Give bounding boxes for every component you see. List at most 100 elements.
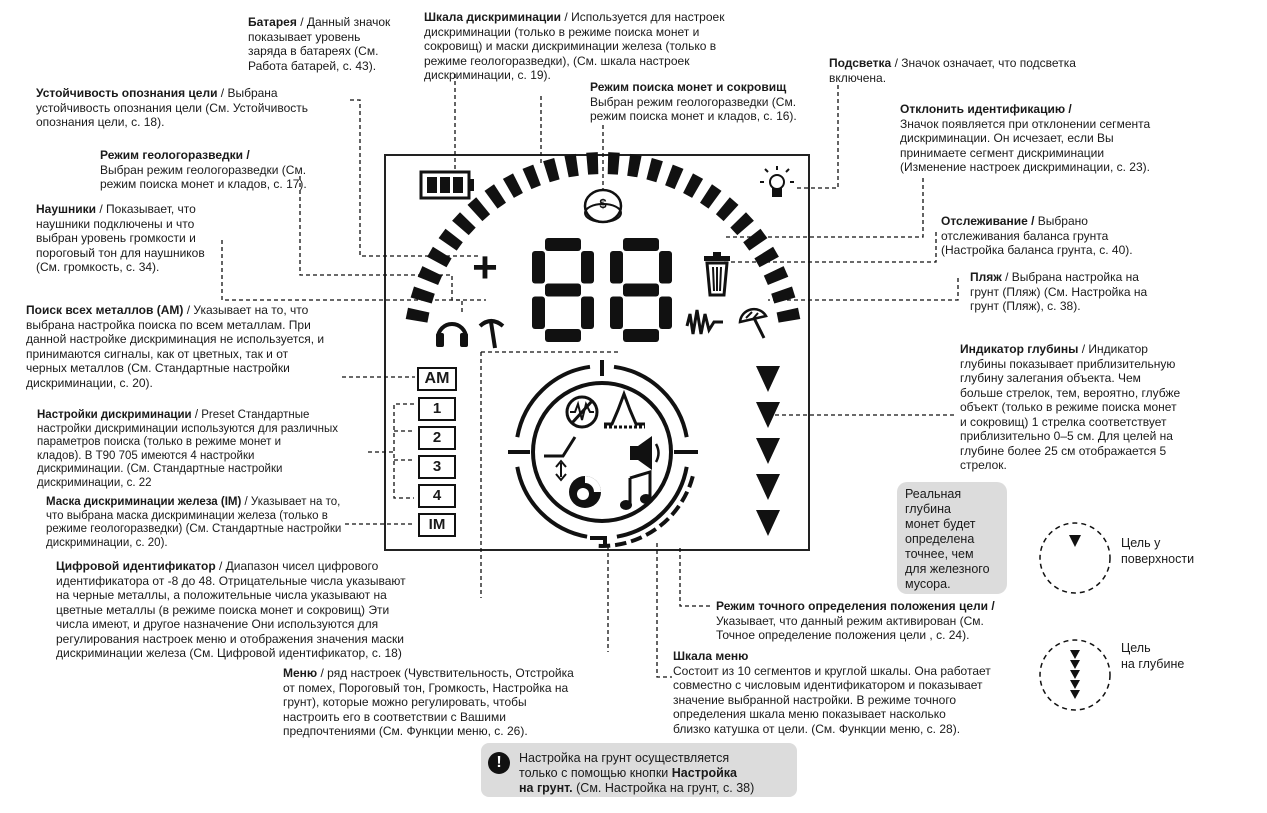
sensitivity-icon xyxy=(604,389,645,429)
legend-surface-label: Цель у поверхности xyxy=(1121,536,1195,566)
disc-segment xyxy=(771,286,796,304)
headphones-annotation: Наушники / Показывает, что наушники подк… xyxy=(36,202,205,274)
disc-segment xyxy=(683,173,704,198)
legend-depth-arrow xyxy=(1070,690,1080,699)
warning-icon: ! xyxy=(488,752,510,774)
menu-scale-annotation: Шкала меню Состоит из 10 сегментов и кру… xyxy=(673,649,991,736)
coin-icon: $ xyxy=(583,188,623,224)
depth-arrow xyxy=(756,402,780,428)
threshold-icon xyxy=(544,436,577,482)
battery-icon xyxy=(419,170,474,200)
leader-beach xyxy=(768,278,959,301)
disc-segment xyxy=(410,286,435,304)
menu-annotation: Меню / ряд настроек (Чувствительность, О… xyxy=(283,666,574,738)
headphones-icon xyxy=(436,322,468,347)
legend-depth-arrow xyxy=(1070,670,1080,679)
digit-segment xyxy=(623,238,659,251)
reject-id-annotation: Отклонить идентификацию / Значок появляе… xyxy=(900,102,1151,174)
leader-pinpoint xyxy=(679,548,712,607)
disc-scale-annotation: Шкала дискриминации / Используется для н… xyxy=(424,10,725,82)
disc-segment xyxy=(665,164,684,190)
leader-prospecting xyxy=(299,176,486,301)
menu-scale-segment xyxy=(614,540,627,548)
menu-scale-segment xyxy=(670,504,681,517)
coin-depth-note: Реальная глубина монет будет определена … xyxy=(897,482,1007,594)
disc-segment xyxy=(763,266,789,285)
disc-segment xyxy=(502,173,523,198)
volume-icon xyxy=(630,436,660,470)
disc-segment xyxy=(627,153,642,178)
target-stability-annotation: Устойчивость опознания цели / Выбрана ус… xyxy=(36,86,309,129)
leader-menu-scale xyxy=(656,543,672,678)
pickaxe-icon xyxy=(478,319,505,349)
digit-segment xyxy=(610,251,623,284)
menu-scale-segment xyxy=(679,490,690,503)
legend-depth-arrow xyxy=(1070,650,1080,659)
disc-segment xyxy=(405,307,430,323)
digit-segment xyxy=(532,296,545,329)
music-note-icon xyxy=(620,469,652,510)
coin-mode-annotation: Режим поиска монет и сокровищ Выбран реж… xyxy=(590,80,797,123)
digital-id-annotation: Цифровой идентификатор / Диапазон чисел … xyxy=(56,559,406,660)
disc-segment xyxy=(467,197,491,222)
digit-segment xyxy=(581,251,594,284)
menu-scale-segments xyxy=(515,364,695,548)
legend-deep-label: Цель на глубине xyxy=(1121,641,1185,671)
depth-arrow xyxy=(756,366,780,392)
disc-segment xyxy=(754,246,779,268)
backlight-annotation: Подсветка / Значок означает, что подсвет… xyxy=(829,56,1076,85)
disc-segment xyxy=(607,152,620,175)
depth-arrow xyxy=(756,474,780,500)
digital-id-digits xyxy=(532,238,672,342)
disc-segment xyxy=(564,153,579,178)
disc-segment xyxy=(715,197,739,222)
digit-segment xyxy=(532,251,545,284)
disc-segment xyxy=(700,184,722,209)
preset-2-indicator: 2 xyxy=(418,426,456,450)
leader-lines xyxy=(221,74,959,678)
beach-umbrella-icon xyxy=(738,307,768,339)
plus-sign: + xyxy=(472,243,498,292)
coin-symbol: $ xyxy=(599,196,607,211)
tracking-annotation: Отслеживание / Выбрано отслеживания бала… xyxy=(941,214,1133,257)
ground-wave-icon xyxy=(685,309,723,335)
ground-balance-note: ! Настройка на грунт осуществляется толь… xyxy=(481,743,797,797)
disc-segment xyxy=(522,164,541,190)
depth-annotation: Индикатор глубины / Индикатор глубины по… xyxy=(960,342,1181,472)
digit-segment xyxy=(545,283,581,297)
preset-1-indicator: 1 xyxy=(418,397,456,421)
menu-scale-segment xyxy=(645,527,658,537)
preset-3-indicator: 3 xyxy=(418,455,456,479)
am-indicator: AM xyxy=(417,367,457,391)
presets-annotation: Настройки дискриминации / Preset Стандар… xyxy=(37,409,339,489)
disc-segment xyxy=(743,228,768,251)
leader-backlight xyxy=(795,85,839,189)
all-metal-annotation: Поиск всех металлов (AM) / Указывает на … xyxy=(26,303,325,390)
disc-segment xyxy=(427,246,452,268)
menu-circle xyxy=(508,360,698,548)
leader-stability xyxy=(350,99,480,257)
lightbulb-icon xyxy=(760,166,794,197)
battery-annotation: Батарея / Данный значок показывает урове… xyxy=(248,15,391,73)
disc-segment xyxy=(586,152,599,175)
menu-arc-segment xyxy=(613,364,689,438)
beach-annotation: Пляж / Выбрана настройка на грунт (Пляж)… xyxy=(970,270,1148,313)
menu-arc-segment xyxy=(616,466,689,539)
legend-depth-arrow xyxy=(1070,660,1080,669)
digit-segment xyxy=(545,238,581,251)
depth-arrows xyxy=(756,366,780,536)
disc-segment xyxy=(646,158,663,183)
leader-headphones xyxy=(221,240,463,312)
preset-4-indicator: 4 xyxy=(418,484,456,508)
disc-segment xyxy=(730,212,754,236)
ground-balance-note-text: Настройка на грунт осуществляется только… xyxy=(519,751,755,795)
prospecting-annotation: Режим геологоразведки / Выбран режим гео… xyxy=(100,148,307,191)
digit-segment xyxy=(610,296,623,329)
trash-icon xyxy=(704,252,730,297)
disc-segment xyxy=(484,184,506,209)
leader-reject xyxy=(725,178,924,238)
legend-deep xyxy=(1039,639,1111,711)
depth-arrow xyxy=(756,510,780,536)
disc-scale-segments xyxy=(405,152,801,323)
